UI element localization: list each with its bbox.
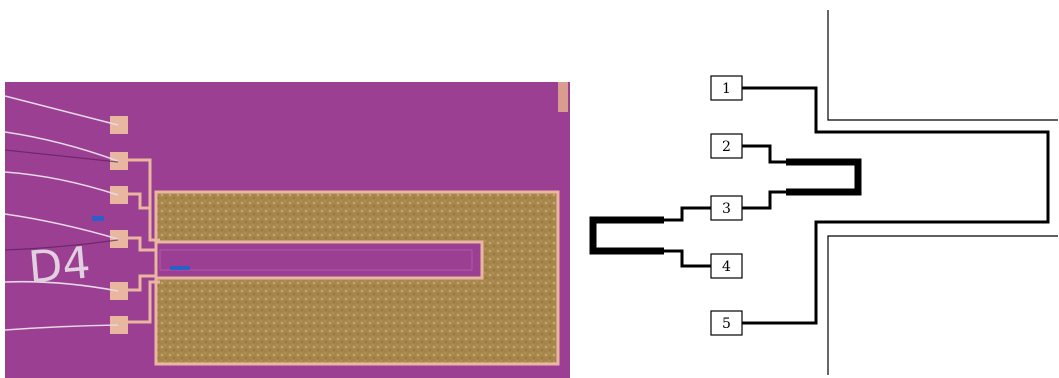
pad-4-label: 4 [722,259,731,275]
bond-pad [110,230,128,248]
blue-marker [92,216,104,221]
metal-traces [128,158,160,324]
chip-label: D4 [26,237,92,293]
pad-1: 1 [710,75,743,101]
bond-pad [110,316,128,334]
chip-outline-top [827,10,1058,121]
pad-3-label: 3 [722,201,731,217]
wire-heater-lower-pad4 [664,249,711,268]
pad-4: 4 [710,253,743,279]
bond-wires-dark [4,149,119,251]
bond-pad [110,186,128,204]
bond-pads [110,116,128,334]
pad-2-label: 2 [722,139,731,155]
chip-outline-bottom [827,235,1058,375]
bond-pad [110,282,128,300]
pad-2: 2 [710,133,743,159]
chip-photo: D4 [4,82,570,378]
pad-5: 5 [710,310,743,336]
pad-3: 3 [710,195,743,221]
heater-upper [786,158,862,196]
bond-pad [110,116,128,134]
heater-lower [589,216,664,255]
substrate-edge [558,82,568,112]
wire-pad1-pad5 [742,86,1050,325]
bond-pad [110,152,128,170]
wire-pad3-heater-lower [664,206,711,222]
bond-wires [4,95,119,331]
blue-marker [170,266,190,270]
wire-heater-upper-pad3 [742,190,786,210]
schematic-diagram: 1 2 3 4 5 [589,10,1058,375]
wire-pad2 [742,144,786,164]
cantilever-beam [154,240,484,280]
pad-5-label: 5 [722,316,731,332]
cantilever-inner-trace [159,249,473,271]
pad-1-label: 1 [722,81,731,97]
